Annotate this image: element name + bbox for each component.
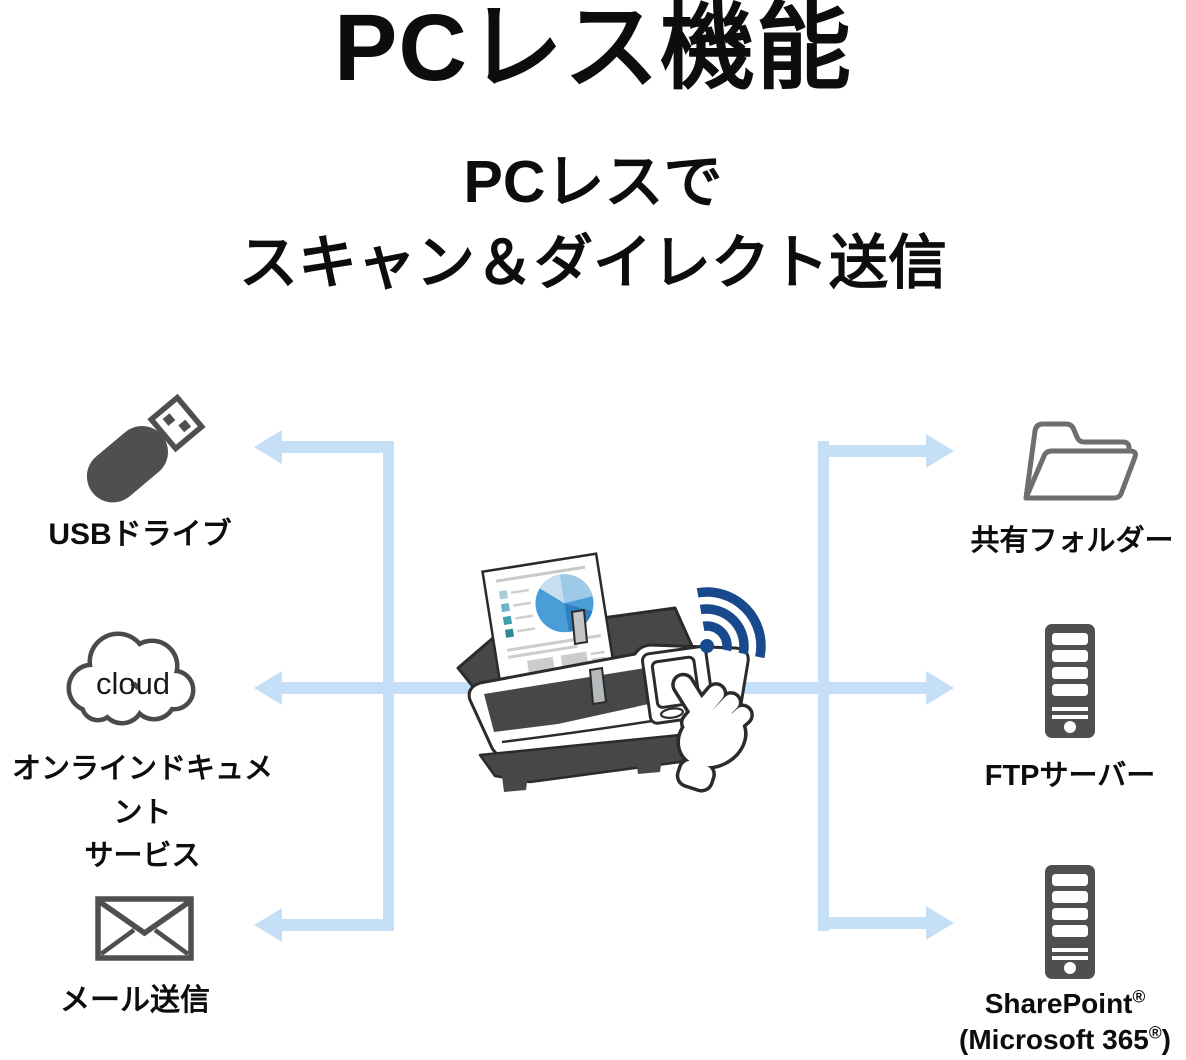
online-document-service-label: オンラインドキュメント サービス — [11, 753, 273, 872]
paper-guide-tab — [588, 666, 608, 706]
arrow-to-sharepoint-head — [926, 906, 954, 940]
usb-drive-label: USBドライブ — [48, 518, 232, 551]
scanner-front-panel-dark — [484, 664, 676, 732]
paper-guide-tab — [570, 608, 589, 646]
arrow-to-cloud-head — [254, 671, 282, 705]
right-arrow-trunk — [818, 441, 829, 931]
panel-button — [659, 707, 685, 719]
arrow-to-folder-head — [926, 434, 954, 468]
usb-drive-icon — [86, 393, 206, 503]
cloud-icon-label: cloud — [96, 666, 170, 701]
subtitle-line-1: PCレスで — [463, 149, 723, 215]
cloud-icon: cloud — [66, 631, 196, 726]
arrow-to-ftp-head — [926, 671, 954, 705]
subtitle-line-2: スキャン＆ダイレクト送信 — [238, 230, 947, 297]
document-scanner-illustration — [456, 552, 766, 793]
scanner-foot — [636, 757, 662, 774]
wifi-signal-icon — [696, 587, 766, 659]
arrow-to-sharepoint — [818, 917, 926, 929]
page-subtitle: PCレスで スキャン＆ダイレクト送信 — [0, 142, 1186, 305]
arrow-to-mail-head — [254, 908, 282, 942]
server-tower-icon — [1045, 865, 1095, 979]
shared-folder-label: 共有フォルダー — [970, 525, 1174, 557]
email-envelope-icon — [95, 896, 194, 961]
arrow-to-folder — [818, 445, 926, 457]
tapping-hand-icon — [671, 672, 754, 793]
scanner-foot — [502, 774, 528, 792]
shared-folder-icon — [1023, 421, 1138, 501]
arrow-to-usb — [280, 441, 394, 453]
sharepoint-label: SharePoint® (Microsoft 365®) — [959, 986, 1171, 1056]
server-tower-icon — [1045, 624, 1095, 738]
mail-send-label: メール送信 — [60, 984, 210, 1017]
arrow-to-mail — [280, 919, 394, 931]
registered-mark: ® — [1132, 986, 1146, 1007]
registered-mark: ® — [1148, 1023, 1162, 1044]
arrow-to-usb-head — [254, 430, 282, 464]
page-title: PCレス機能 — [334, 0, 852, 101]
ftp-server-label: FTPサーバー — [984, 760, 1156, 792]
